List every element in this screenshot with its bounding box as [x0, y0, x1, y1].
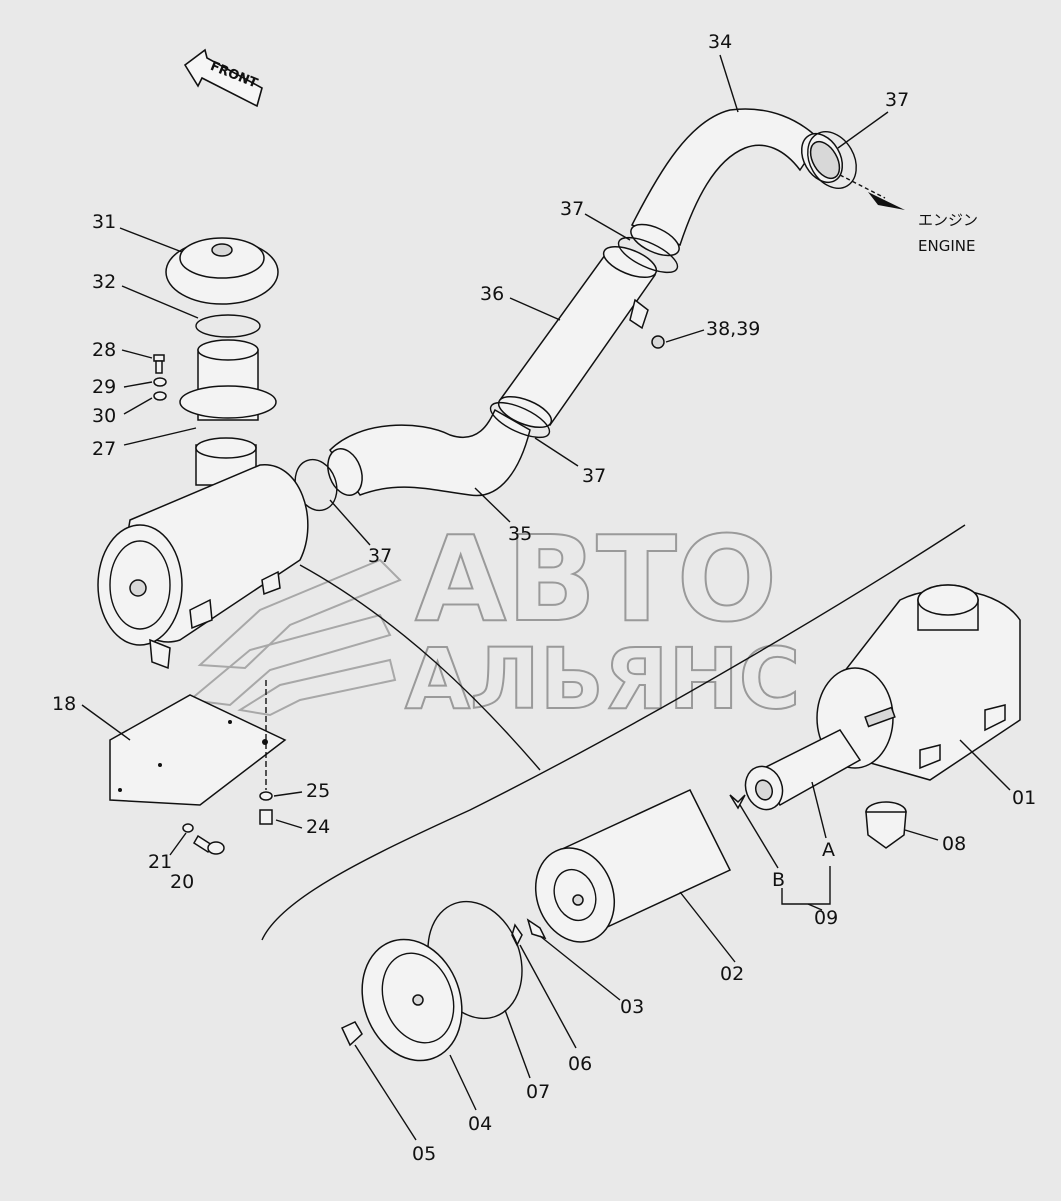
wing-nut-05	[340, 1021, 363, 1047]
callout-32: 32	[92, 271, 116, 293]
callout-34: 34	[708, 31, 732, 53]
callout-21: 21	[148, 851, 172, 873]
callout-01: 01	[1012, 787, 1036, 809]
wing-nut-03	[526, 918, 547, 940]
callout-20: 20	[170, 871, 194, 893]
threaded-rod	[864, 706, 896, 728]
callout-04: 04	[468, 1113, 492, 1135]
washer-25	[259, 791, 273, 801]
air-cleaner-left	[97, 464, 309, 670]
watermark-logo	[187, 558, 402, 717]
callout-28: 28	[92, 339, 116, 361]
callout-05: 05	[412, 1143, 436, 1165]
callout-06: 06	[568, 1053, 592, 1075]
exploded-view-divider-upper	[299, 564, 541, 771]
valve-08	[865, 801, 907, 849]
clamp-37-lower	[489, 401, 551, 439]
pipe-36	[497, 245, 665, 429]
callout-38-39: 38,39	[706, 318, 760, 340]
callout-09: 09	[814, 907, 838, 929]
callout-24: 24	[306, 816, 330, 838]
callout-31: 31	[92, 211, 116, 233]
pipe-27	[179, 339, 277, 486]
engine-en-label: ENGINE	[918, 237, 975, 255]
hose-35	[327, 408, 531, 497]
callout-18: 18	[52, 693, 76, 715]
clamp-37-upper	[617, 236, 679, 274]
housing-01	[816, 584, 1021, 781]
engine-direction-line	[839, 174, 886, 199]
hose-34	[630, 108, 844, 257]
callout-37-left: 37	[368, 545, 392, 567]
callout-25: 25	[306, 780, 330, 802]
exploded-view-divider	[261, 524, 966, 941]
clamp-32	[195, 314, 261, 338]
front-arrow: FRONT	[183, 48, 263, 108]
engine-jp-label: エンジン	[918, 211, 978, 229]
safety-element-09	[744, 729, 862, 811]
callout-37-upper: 37	[560, 198, 584, 220]
watermark-line2: АЛЬЯНС	[405, 630, 800, 728]
washer-29	[153, 377, 167, 387]
callout-37-top: 37	[885, 89, 909, 111]
callout-A: A	[822, 839, 835, 861]
callout-29: 29	[92, 376, 116, 398]
watermark-line1: АВТО	[415, 510, 777, 648]
callout-03: 03	[620, 996, 644, 1018]
callout-35: 35	[508, 523, 532, 545]
bolt-24	[259, 809, 273, 825]
callout-37-lower: 37	[582, 465, 606, 487]
engine-arrow-icon	[868, 192, 905, 210]
callout-27: 27	[92, 438, 116, 460]
clamp-37-top	[807, 131, 857, 189]
callout-02: 02	[720, 963, 744, 985]
cap-31	[165, 237, 279, 305]
cover-04	[361, 938, 463, 1062]
callout-07: 07	[526, 1081, 550, 1103]
bolt-28	[153, 354, 165, 374]
leader-lines	[81, 54, 1011, 1141]
bolt-20	[192, 834, 225, 855]
callout-36: 36	[480, 283, 504, 305]
bracket-18	[109, 694, 287, 806]
callout-B: B	[772, 869, 785, 891]
element-02	[534, 789, 732, 943]
wing-nut-B	[729, 794, 746, 810]
washer-21	[182, 823, 194, 833]
callout-08: 08	[942, 833, 966, 855]
callout-30: 30	[92, 405, 116, 427]
washer-30	[153, 391, 167, 401]
